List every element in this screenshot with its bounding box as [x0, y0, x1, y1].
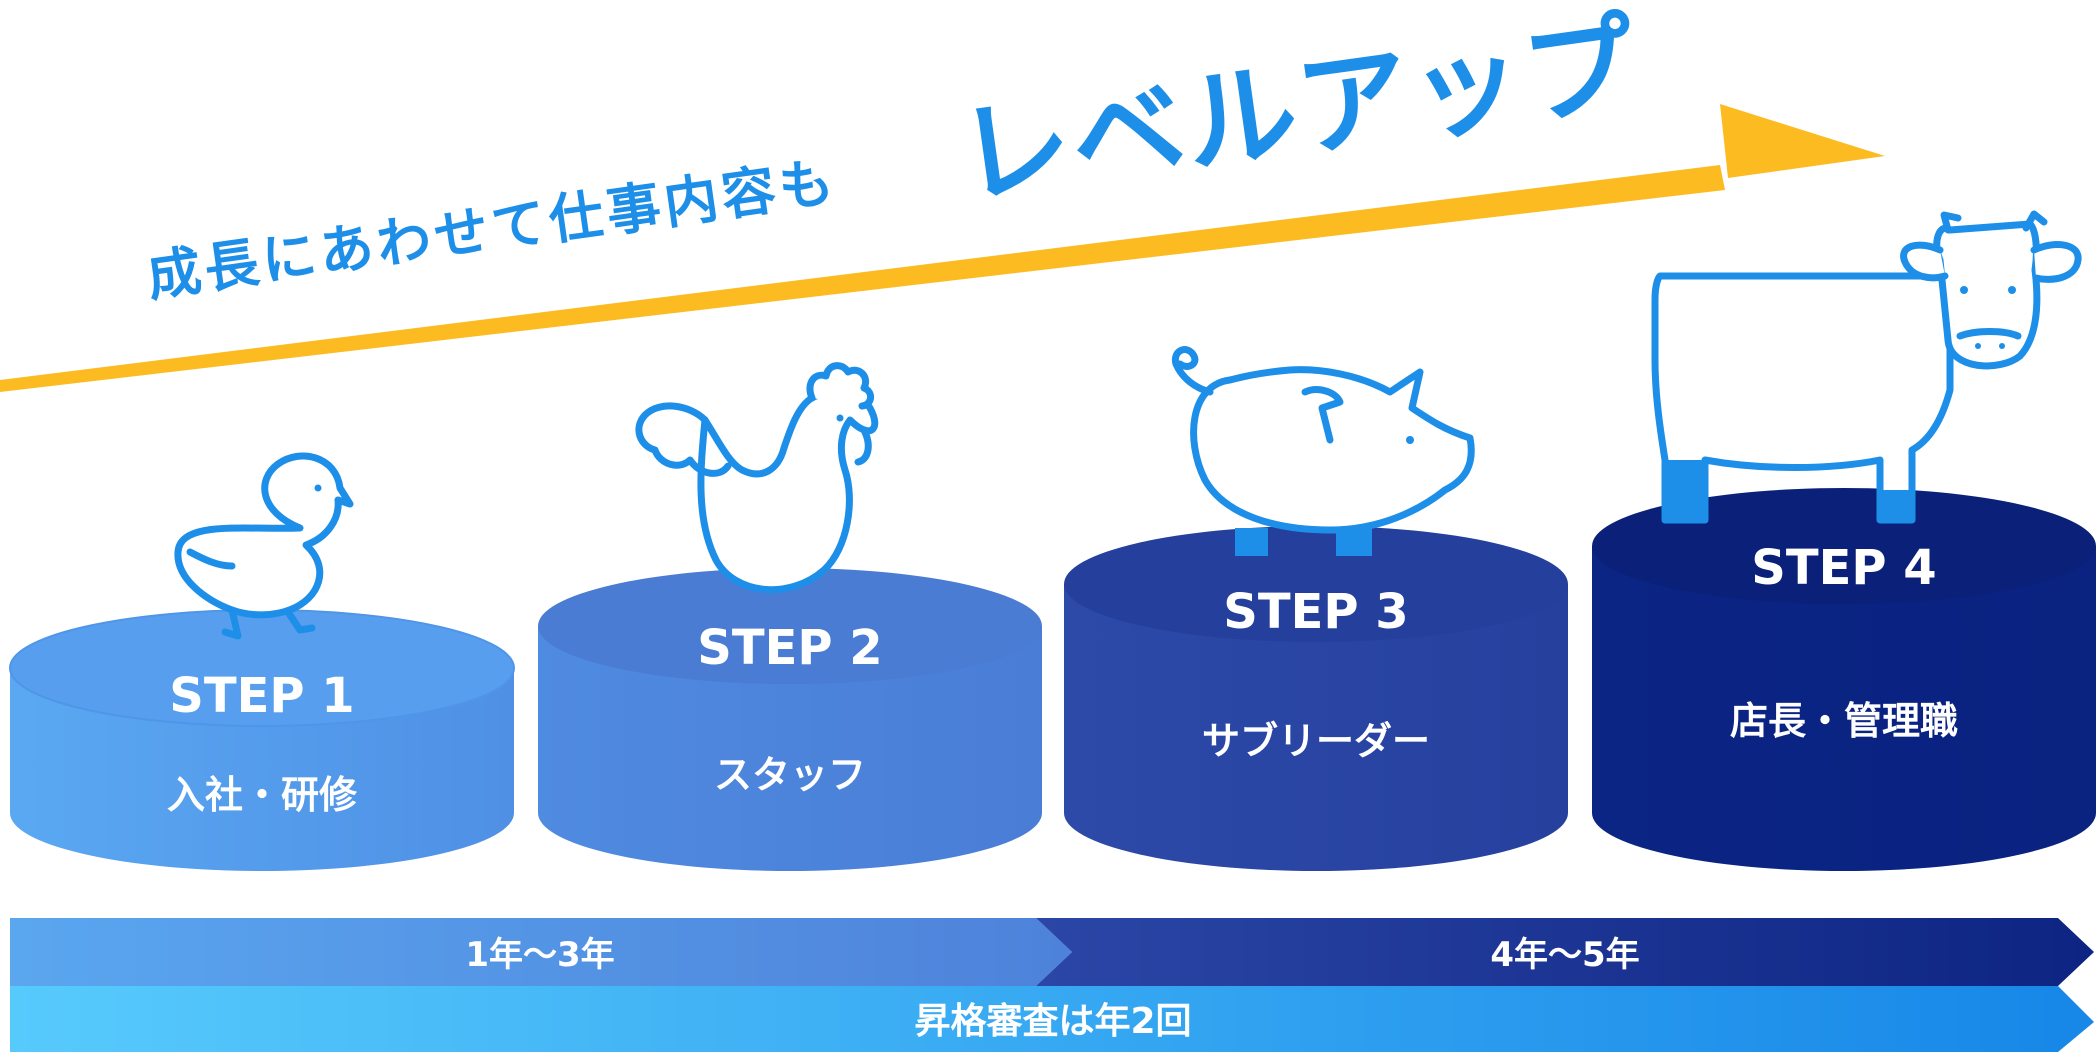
step-role-4: 店長・管理職	[1730, 699, 1958, 743]
period-label-1: 1年〜3年	[465, 935, 614, 975]
step-label-3: STEP 3	[1223, 584, 1408, 640]
review-label: 昇格審査は年2回	[914, 1001, 1191, 1042]
step-role-3: サブリーダー	[1202, 719, 1430, 763]
rising-arrow	[0, 104, 1885, 392]
chick-icon	[174, 452, 354, 640]
headline: 成長にあわせて仕事内容も レベルアップ	[143, 0, 1646, 309]
period-bar-2	[1036, 918, 2094, 986]
step-label-4: STEP 4	[1751, 540, 1936, 596]
step-label-2: STEP 2	[697, 620, 882, 676]
timeline: 1年〜3年 4年〜5年 昇格審査は年2回	[10, 918, 2094, 1052]
step-platform-4	[1592, 488, 2096, 871]
step-role-2: スタッフ	[714, 753, 866, 797]
step-platform-2	[538, 568, 1042, 871]
step-label-1: STEP 1	[169, 668, 354, 724]
period-label-2: 4年〜5年	[1490, 935, 1639, 975]
period-bar-1	[10, 918, 1072, 986]
step-role-1: 入社・研修	[167, 773, 358, 817]
hen-icon	[635, 362, 879, 594]
review-bar	[10, 986, 2094, 1052]
step-platform-3	[1064, 526, 1568, 871]
headline-lead: 成長にあわせて仕事内容も	[143, 150, 841, 309]
cow-icon	[1651, 210, 2082, 524]
pig-icon	[1171, 346, 1475, 556]
step-platform-1	[9, 609, 515, 871]
